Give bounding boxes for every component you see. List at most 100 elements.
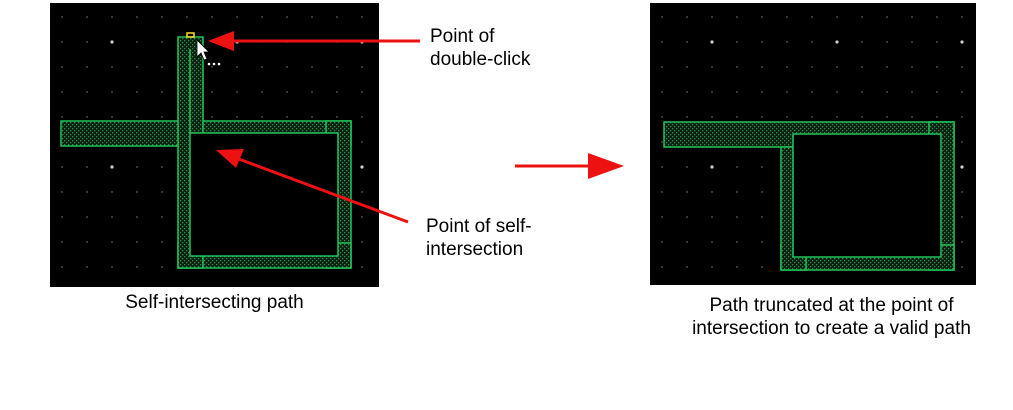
callout-self-intersection-line1: Point of self-	[426, 216, 532, 237]
grid-dot	[61, 216, 63, 218]
grid-dot	[111, 191, 113, 193]
grid-dot	[861, 66, 863, 68]
grid-dot	[711, 241, 713, 243]
grid-dot	[686, 16, 688, 18]
grid-dot	[961, 91, 963, 93]
grid-dot	[311, 16, 313, 18]
grid-dot	[261, 116, 263, 118]
grid-dot	[911, 41, 913, 43]
grid-dot	[911, 91, 913, 93]
grid-dot	[236, 116, 238, 118]
callout-arrow-double-click	[208, 31, 420, 51]
grid-dot	[711, 91, 713, 93]
grid-dot	[311, 91, 313, 93]
grid-dot	[961, 241, 963, 243]
grid-dot	[161, 41, 163, 43]
grid-dot	[211, 116, 213, 118]
grid-dot	[736, 266, 738, 268]
grid-dot	[711, 191, 713, 193]
grid-dot	[311, 66, 313, 68]
grid-dot	[261, 66, 263, 68]
grid-dot	[761, 91, 763, 93]
left-layout-canvas	[50, 3, 379, 287]
grid-dot	[361, 116, 363, 118]
right-truncated-path	[663, 121, 955, 271]
grid-dot	[886, 66, 888, 68]
grid-dot	[661, 116, 663, 118]
grid-dot	[136, 241, 138, 243]
grid-dot	[736, 41, 738, 43]
grid-dot	[961, 116, 963, 118]
grid-dot	[961, 16, 963, 18]
grid-dot	[710, 165, 714, 169]
grid-dot	[361, 16, 363, 18]
grid-dot	[710, 40, 714, 44]
grid-dot	[761, 166, 763, 168]
grid-dot	[61, 41, 63, 43]
grid-dot	[61, 191, 63, 193]
grid-dot	[886, 116, 888, 118]
grid-dot	[686, 66, 688, 68]
grid-dot	[686, 166, 688, 168]
grid-dot	[961, 191, 963, 193]
grid-dot	[661, 141, 663, 143]
grid-dot	[886, 91, 888, 93]
grid-dot	[86, 241, 88, 243]
grid-dot	[86, 216, 88, 218]
grid-dot	[86, 66, 88, 68]
left-self-intersecting-path	[60, 36, 352, 269]
grid-dot	[86, 191, 88, 193]
grid-dot	[836, 66, 838, 68]
grid-dot	[786, 116, 788, 118]
grid-dot	[61, 66, 63, 68]
grid-dot	[911, 66, 913, 68]
grid-dot	[786, 41, 788, 43]
grid-dot	[236, 16, 238, 18]
grid-dot	[111, 116, 113, 118]
grid-dot	[661, 241, 663, 243]
grid-dot	[936, 41, 938, 43]
grid-dot	[361, 266, 363, 268]
grid-dot	[211, 16, 213, 18]
grid-dot	[136, 191, 138, 193]
grid-dot	[861, 116, 863, 118]
grid-dot	[61, 166, 63, 168]
right-caption-line1: Path truncated at the point of	[709, 295, 954, 316]
grid-dot	[936, 91, 938, 93]
grid-dot	[61, 241, 63, 243]
callout-double-click-line1: Point of	[430, 26, 495, 47]
grid-dot	[86, 91, 88, 93]
grid-dot	[836, 91, 838, 93]
grid-dot	[661, 166, 663, 168]
arrow-cursor-icon	[196, 39, 221, 66]
grid-dot	[110, 40, 114, 44]
grid-dot	[736, 166, 738, 168]
grid-dot	[661, 191, 663, 193]
grid-dot	[311, 116, 313, 118]
grid-dot	[761, 241, 763, 243]
grid-dot	[835, 40, 839, 44]
grid-dot	[286, 16, 288, 18]
grid-dot	[960, 40, 964, 44]
grid-dot	[811, 116, 813, 118]
grid-dot	[661, 41, 663, 43]
grid-dot	[661, 266, 663, 268]
grid-dot	[161, 191, 163, 193]
callout-double-click-line2: double-click	[430, 49, 531, 70]
grid-dot	[711, 116, 713, 118]
grid-dot	[111, 16, 113, 18]
grid-dot	[361, 66, 363, 68]
grid-dot	[761, 191, 763, 193]
grid-dot	[736, 16, 738, 18]
grid-dot	[761, 66, 763, 68]
grid-dot	[361, 216, 363, 218]
grid-dot	[736, 116, 738, 118]
grid-dot	[111, 266, 113, 268]
grid-dot	[936, 16, 938, 18]
grid-dot	[111, 91, 113, 93]
grid-dot	[110, 165, 114, 169]
grid-dot	[336, 16, 338, 18]
grid-dot	[336, 116, 338, 118]
grid-dot	[61, 116, 63, 118]
grid-dot	[136, 116, 138, 118]
